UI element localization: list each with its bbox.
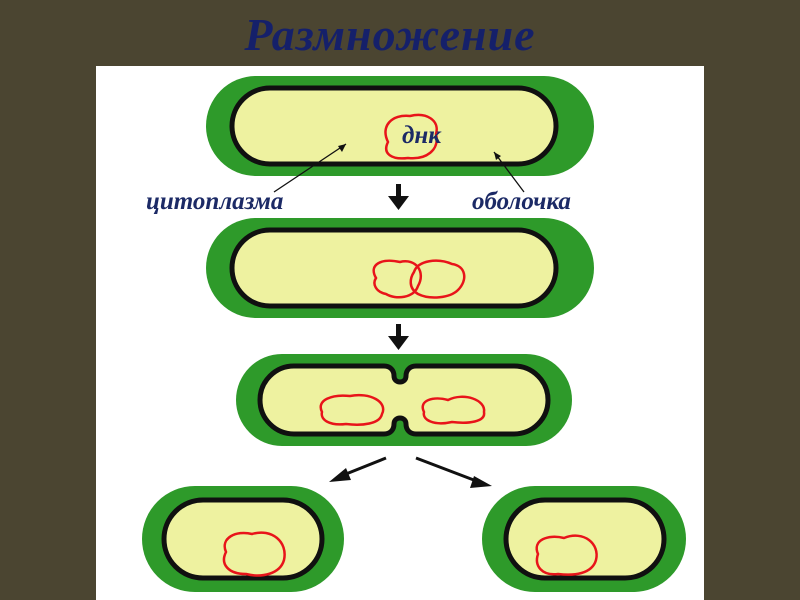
cytoplasm-label: цитоплазма (146, 188, 284, 215)
cytoplasm-pointer (273, 143, 347, 193)
dna-loop (421, 395, 486, 425)
daughter-cell-right (482, 486, 686, 592)
diagram-panel: днк цитоплазма оболочка (96, 66, 704, 600)
dna-loop (535, 534, 598, 576)
arrow-down-2 (388, 324, 409, 350)
slide-title: Размножение (244, 9, 536, 60)
dna-loop (409, 259, 466, 299)
membrane-pointer (493, 151, 525, 193)
dna-loop (319, 393, 385, 426)
dna-label: днк (402, 122, 441, 149)
cell-stage-1 (206, 76, 594, 176)
arrow-left (329, 456, 387, 482)
arrow-right (415, 456, 492, 488)
bacterial-division-diagram (142, 76, 686, 592)
cell-stage-3 (236, 354, 572, 446)
membrane-label: оболочка (472, 188, 571, 215)
dna-loop (222, 531, 286, 577)
dna-loop (372, 259, 423, 299)
cell-stage-2 (206, 218, 594, 318)
daughter-cell-left (142, 486, 344, 592)
arrow-down-1 (388, 184, 409, 210)
dna-loop (384, 113, 438, 160)
